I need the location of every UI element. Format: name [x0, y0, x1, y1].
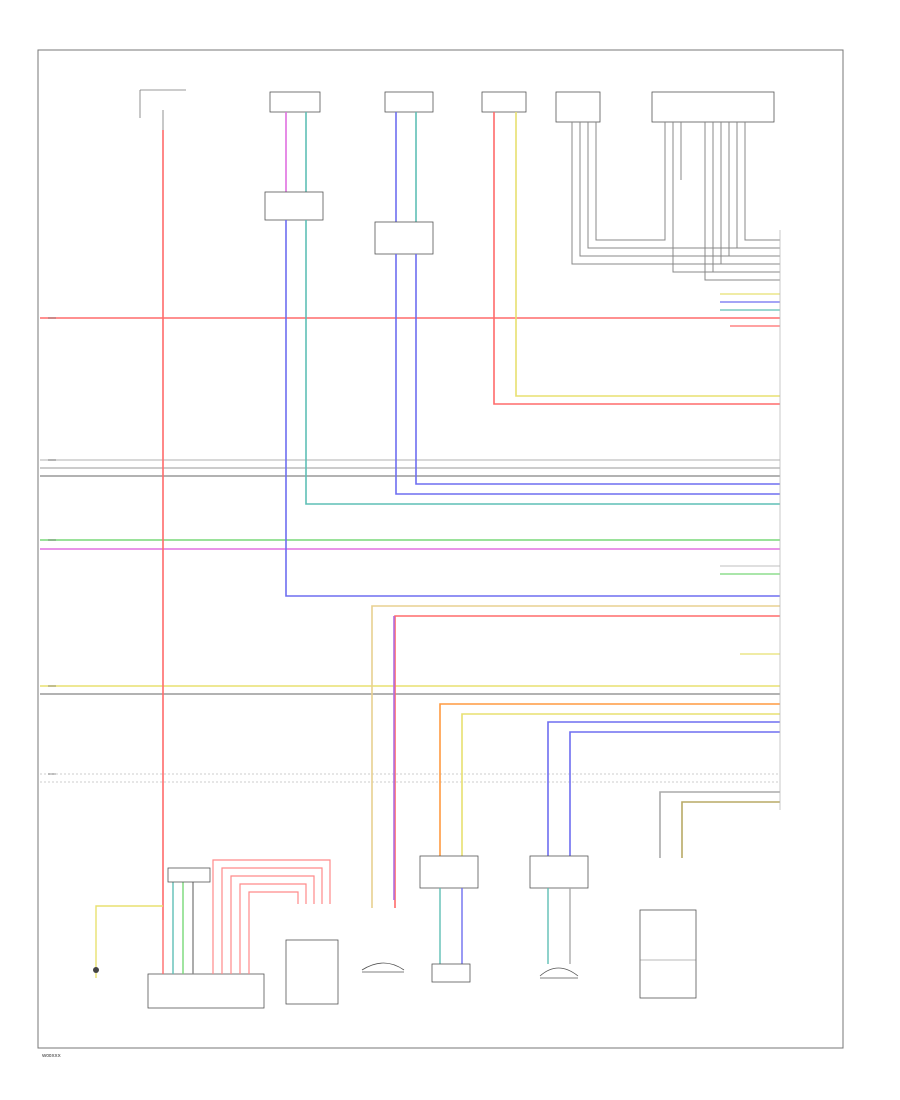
right-stub-wires [720, 293, 780, 655]
speaker-group-c [481, 91, 780, 405]
lower-feed-wires [371, 605, 780, 908]
footer-code: W00XXX [42, 1053, 61, 1058]
diagram-frame [37, 49, 844, 1049]
module-box-d [529, 855, 589, 889]
steering-switch-group [555, 91, 780, 281]
horizontal-wires [40, 317, 780, 783]
module-box-a [264, 191, 324, 221]
controller-box [147, 973, 265, 1009]
tuner-box [639, 909, 697, 999]
ground-symbol-icon [93, 967, 99, 973]
module-box-b [374, 221, 434, 255]
module-box-c [419, 855, 479, 889]
left-edge-markers [48, 317, 56, 775]
speaker-group-a [264, 91, 780, 597]
bottom-components [93, 855, 697, 1009]
speaker-group-b [374, 91, 780, 495]
control-panel-box [285, 939, 339, 1005]
